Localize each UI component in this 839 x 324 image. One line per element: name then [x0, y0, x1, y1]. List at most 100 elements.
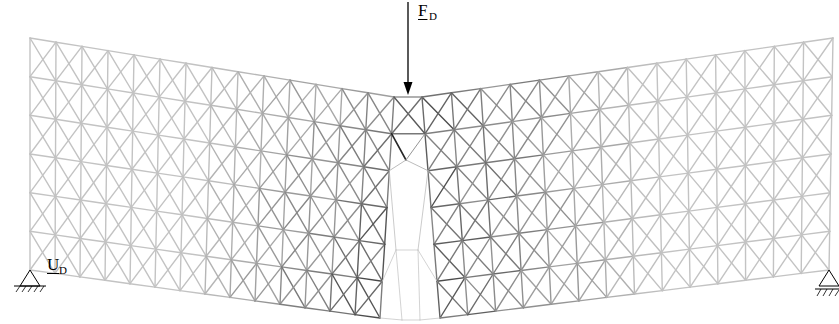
truss-bar — [131, 169, 133, 207]
truss-bar — [745, 200, 773, 204]
truss-bar — [81, 166, 107, 201]
truss-bar — [133, 93, 159, 97]
truss-bar — [133, 97, 160, 131]
truss-bar — [491, 237, 494, 274]
truss-bar — [81, 200, 106, 242]
truss-bar — [340, 126, 366, 130]
truss-bar — [389, 171, 396, 250]
truss-bar — [181, 215, 182, 253]
truss-bar — [510, 80, 539, 84]
truss-bar — [355, 281, 382, 314]
truss-bar — [543, 151, 572, 155]
truss-bar — [364, 134, 392, 167]
truss-bar — [660, 173, 689, 177]
truss-bar — [572, 151, 574, 189]
truss-bar — [55, 196, 80, 238]
truss-bar — [30, 81, 56, 116]
truss-bar — [521, 230, 547, 271]
truss-bar — [30, 38, 56, 42]
truss-bar — [773, 235, 801, 277]
truss-bar — [230, 297, 255, 301]
truss-bar — [631, 181, 632, 219]
truss-bar — [255, 301, 280, 304]
truss-bar — [688, 131, 716, 173]
truss-bar — [517, 196, 519, 233]
truss-bar — [515, 159, 517, 196]
truss-bar — [493, 233, 519, 274]
truss-bar — [801, 235, 803, 274]
truss-bar — [312, 122, 314, 159]
truss-bar — [82, 51, 108, 85]
truss-bar — [745, 85, 774, 89]
truss-bar — [56, 85, 82, 120]
truss-bar — [543, 113, 570, 154]
truss-bar — [745, 123, 774, 165]
truss-bar — [130, 284, 155, 287]
truss-bar — [30, 77, 56, 81]
truss-bar — [715, 55, 717, 93]
truss-bar — [632, 177, 659, 219]
truss-bar — [661, 211, 689, 215]
truss-bar — [422, 97, 425, 134]
truss-bar — [512, 80, 539, 122]
truss-bar — [258, 192, 285, 226]
truss-bar — [774, 196, 802, 200]
truss-bar — [307, 237, 334, 271]
truss-bar — [132, 169, 157, 211]
truss-bar — [543, 155, 545, 192]
truss-bar — [428, 167, 457, 171]
truss-bar — [660, 135, 688, 177]
truss-bar — [81, 123, 106, 165]
truss-bar — [312, 159, 338, 163]
truss-bar — [158, 173, 183, 215]
truss-bar — [154, 249, 156, 287]
truss-bar — [631, 177, 660, 181]
truss-bar — [30, 77, 56, 120]
truss-bar — [106, 89, 108, 127]
truss-bar — [551, 263, 577, 304]
truss-bar — [656, 63, 658, 101]
truss-bar — [465, 278, 468, 315]
truss-bar — [132, 169, 158, 173]
truss-bar — [108, 51, 133, 93]
truss-bar — [55, 200, 80, 235]
truss-bar — [334, 237, 359, 241]
truss-bar — [55, 119, 57, 158]
truss-bar — [131, 211, 157, 246]
truss-bar — [457, 167, 460, 204]
truss-bar — [314, 122, 340, 126]
truss-bar — [688, 131, 717, 135]
truss-bar — [368, 93, 394, 97]
truss-bar — [340, 89, 342, 126]
truss-bar — [633, 256, 634, 294]
truss-bar — [629, 101, 658, 105]
truss-bar — [132, 93, 134, 131]
truss-bar — [801, 158, 803, 197]
truss-bar — [658, 139, 660, 177]
ground-line — [14, 286, 46, 287]
truss-bar — [605, 256, 633, 260]
truss-bar — [307, 233, 309, 270]
truss-bar — [569, 76, 571, 114]
truss-bar — [183, 139, 184, 177]
truss-bar — [745, 127, 746, 165]
truss-bar — [628, 63, 657, 67]
truss-bar — [260, 151, 262, 189]
truss-bar — [690, 246, 717, 288]
truss-bar — [210, 109, 237, 143]
truss-bar — [434, 244, 437, 281]
truss-bar — [362, 204, 388, 208]
truss-bar — [577, 263, 579, 301]
truss-bar — [437, 278, 465, 282]
truss-bar — [287, 122, 315, 155]
truss-bar — [460, 163, 486, 204]
truss-bar — [629, 105, 630, 143]
truss-bar — [230, 260, 231, 298]
truss-bar — [523, 267, 549, 308]
truss-bar — [285, 159, 312, 192]
displacement-symbol: U — [47, 256, 59, 273]
arrow-shaft — [407, 2, 408, 84]
truss-bar — [311, 196, 337, 200]
truss-bar — [457, 126, 483, 167]
truss-bar — [774, 158, 803, 162]
